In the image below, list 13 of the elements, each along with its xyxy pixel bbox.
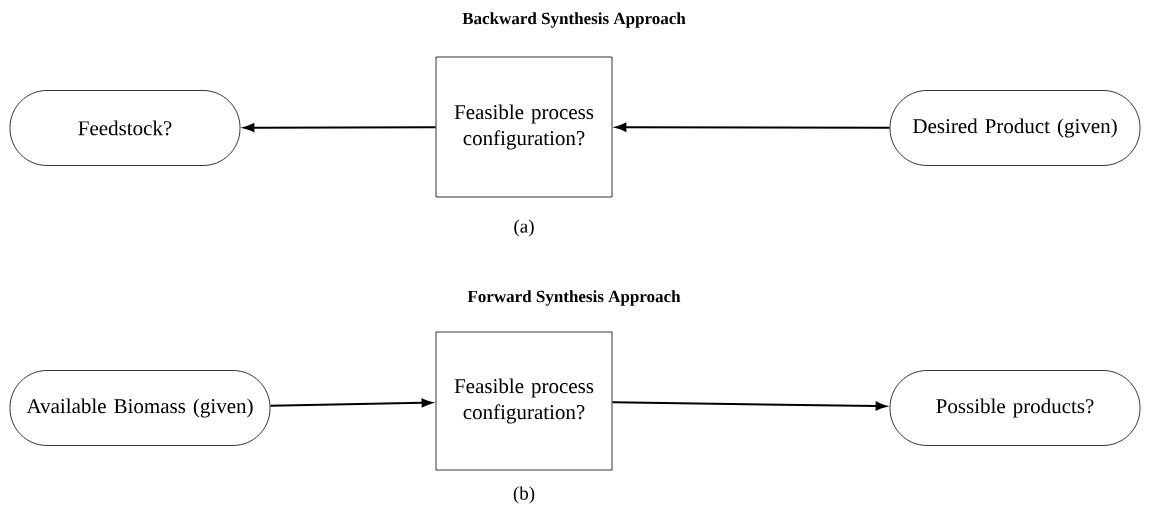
process-box: Feasible process configuration? (435, 331, 613, 471)
arrow (611, 401, 887, 411)
terminal-pill: Available Biomass (given) (9, 370, 271, 446)
arrow (269, 398, 433, 408)
terminal-pill: Feedstock? (9, 90, 241, 166)
panel-label: (a) (514, 219, 534, 237)
process-box: Feasible process configuration? (435, 56, 613, 198)
terminal-pill: Possible products? (889, 370, 1141, 446)
arrow (615, 122, 891, 132)
terminal-pill: Desired Product (given) (889, 90, 1141, 166)
section-title: Forward Synthesis Approach (467, 290, 681, 306)
arrow (243, 123, 437, 132)
section-title: Backward Synthesis Approach (462, 12, 686, 28)
